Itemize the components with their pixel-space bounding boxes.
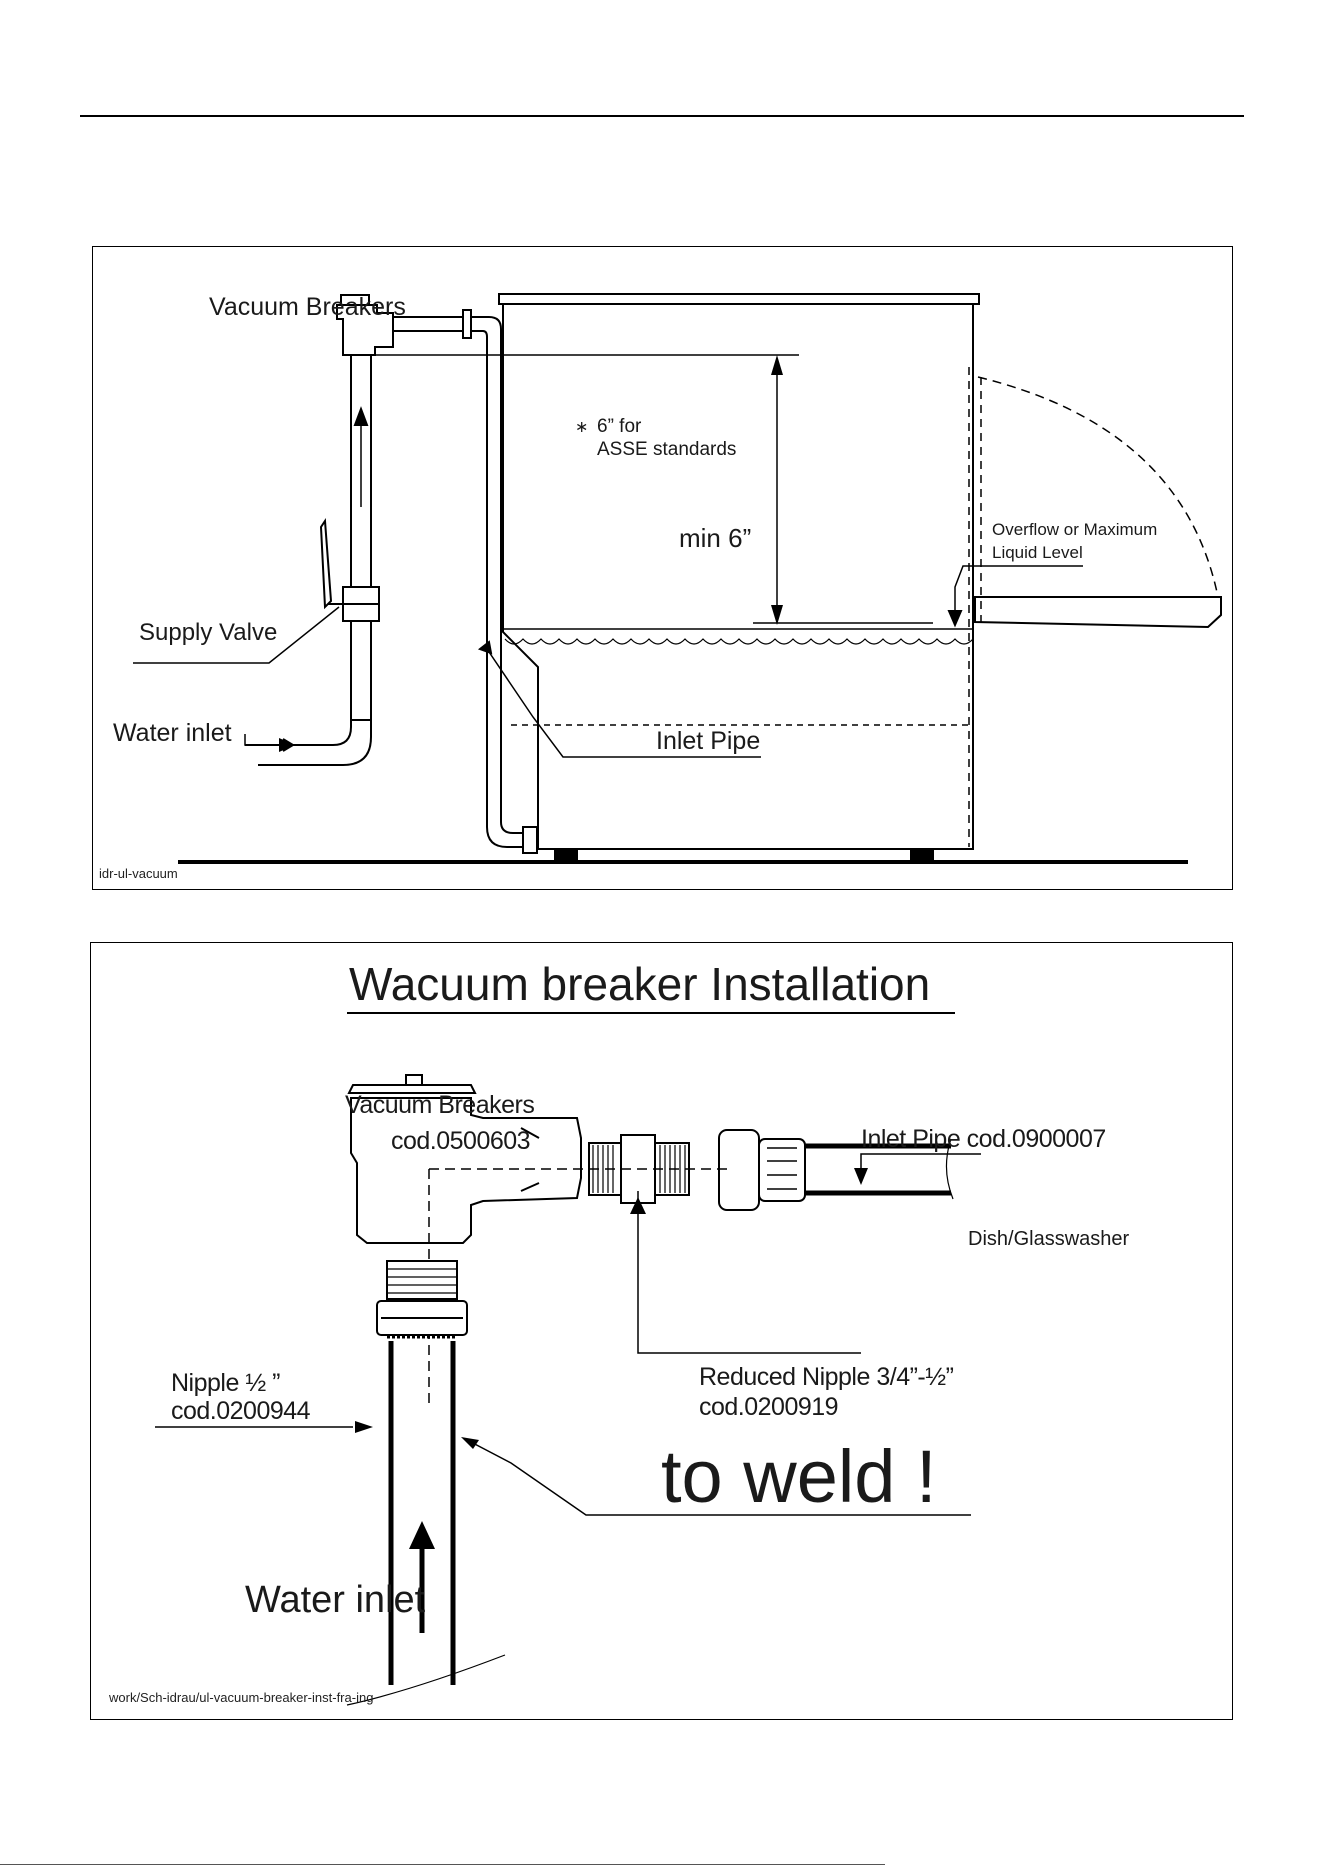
- nipple-label: Nipple ½ ”: [171, 1369, 280, 1397]
- water-inlet-label: Water inlet: [245, 1579, 426, 1621]
- nipple-code: cod.0200944: [171, 1397, 311, 1425]
- installation-title: Wacuum breaker Installation: [349, 958, 931, 1010]
- installation-diagram-drawing: [133, 293, 1222, 864]
- to-weld-label: to weld !: [661, 1435, 937, 1518]
- vacuum-breakers-label: Vacuum Breakers: [345, 1091, 535, 1119]
- dishwasher-label: Dish/Glasswasher: [968, 1228, 1130, 1250]
- min-height-label: min 6”: [679, 523, 752, 553]
- installation-diagram-panel: Vacuum Breakers ∗ 6” for ASSE standards …: [92, 246, 1233, 890]
- supply-valve-label: Supply Valve: [139, 619, 278, 646]
- reduced-nipple-code: cod.0200919: [699, 1393, 839, 1421]
- vacuum-breakers-label: Vacuum Breakers: [209, 293, 406, 321]
- asse-star-mark: ∗: [575, 419, 589, 436]
- drawing-path-code: work/Sch-idrau/ul-vacuum-breaker-inst-fr…: [109, 1690, 374, 1705]
- inlet-pipe-label: Inlet Pipe cod.0900007: [861, 1125, 1106, 1153]
- overflow-label-line2: Liquid Level: [992, 543, 1083, 562]
- reduced-nipple-label: Reduced Nipple 3/4”-½”: [699, 1363, 954, 1391]
- breaker-installation-drawing: [155, 1012, 981, 1706]
- asse-note-line2: ASSE standards: [597, 440, 737, 458]
- inlet-pipe-label: Inlet Pipe: [656, 727, 761, 755]
- diagram-code: idr-ul-vacuum: [99, 866, 178, 881]
- breaker-installation-panel: Wacuum breaker Installation Vacuum Break…: [90, 942, 1233, 1720]
- vacuum-breakers-code: cod.0500603: [391, 1127, 531, 1155]
- footer-rule: [0, 1864, 885, 1865]
- water-inlet-label: Water inlet: [113, 719, 232, 747]
- header-rule: [80, 115, 1244, 117]
- overflow-label-line1: Overflow or Maximum: [992, 520, 1158, 539]
- asse-note-line1: 6” for: [597, 416, 642, 437]
